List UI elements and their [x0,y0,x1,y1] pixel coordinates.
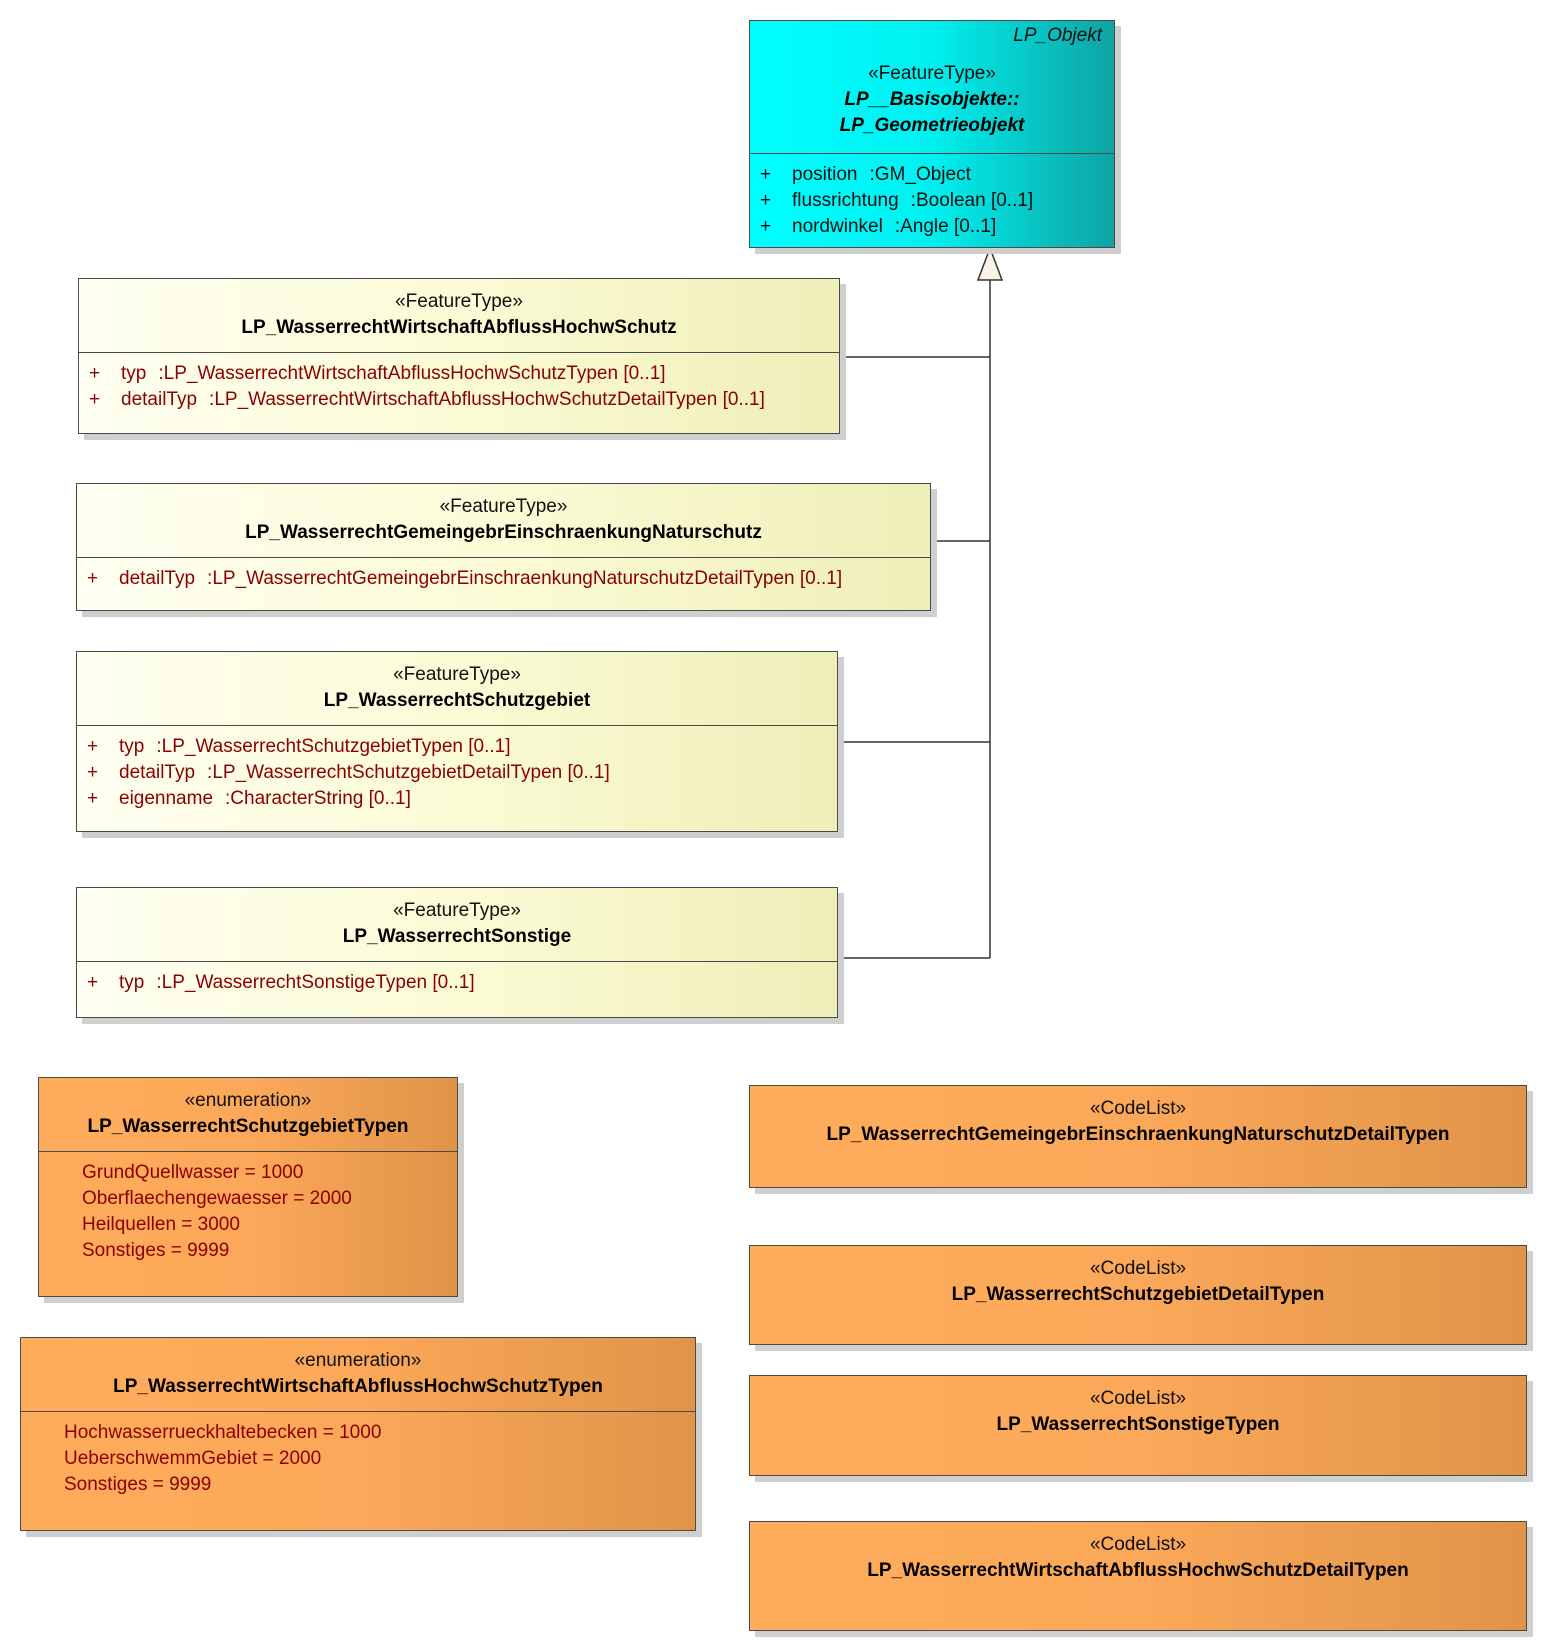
class-lp-wasserrechtgemeingebreinschraenkungnaturschutz[interactable]: «FeatureType» LP_WasserrechtGemeingebrEi… [76,483,931,611]
class-lp-geometrieobjekt[interactable]: LP_Objekt «FeatureType» LP__Basisobjekte… [749,20,1115,248]
class-header: LP_Objekt «FeatureType» LP__Basisobjekte… [750,21,1114,154]
class-name: LP_WasserrechtSonstigeTypen [996,1414,1280,1435]
class-header: «FeatureType» LP_WasserrechtWirtschaftAb… [79,279,839,353]
class-name: LP_WasserrechtSchutzgebietTypen [87,1116,409,1137]
class-name: LP_WasserrechtGemeingebrEinschraenkungNa… [245,522,762,543]
attribute-row: +typ:LP_WasserrechtSchutzgebietTypen [0.… [87,736,511,757]
class-name: LP_WasserrechtWirtschaftAbflussHochwSchu… [241,317,677,338]
class-name: LP_WasserrechtSonstige [342,926,572,947]
stereotype-label: «enumeration» [294,1350,422,1371]
class-name: LP_WasserrechtWirtschaftAbflussHochwSchu… [867,1560,1409,1581]
enum-literal: Sonstiges = 9999 [64,1474,212,1495]
enum-literal: UeberschwemmGebiet = 2000 [64,1448,322,1469]
class-header: «FeatureType» LP_WasserrechtSchutzgebiet [77,652,837,726]
class-lp-wasserrechtwirtschaftabflusshochwschutz[interactable]: «FeatureType» LP_WasserrechtWirtschaftAb… [78,278,840,434]
stereotype-label: «CodeList» [1089,1098,1187,1119]
class-name: LP_WasserrechtWirtschaftAbflussHochwSchu… [113,1376,603,1397]
class-header: «CodeList» LP_WasserrechtWirtschaftAbflu… [750,1522,1526,1584]
attribute-row: +nordwinkel:Angle [0..1] [760,216,997,237]
enum-lp-wasserrechtschutzgebiettypen[interactable]: «enumeration» LP_WasserrechtSchutzgebiet… [38,1077,458,1297]
stereotype-label: «enumeration» [184,1090,312,1111]
stereotype-label: «FeatureType» [393,664,521,685]
class-lp-wasserrechtschutzgebiet[interactable]: «FeatureType» LP_WasserrechtSchutzgebiet… [76,651,838,832]
codelist-lp-wasserrechtgemeingebreinschraenkungnaturschutzdetailtypen[interactable]: «CodeList» LP_WasserrechtGemeingebrEinsc… [749,1085,1527,1188]
class-name-line1: LP__Basisobjekte:: [844,89,1020,110]
attribute-compartment: +position:GM_Object +flussrichtung:Boole… [750,154,1114,240]
stereotype-label: «FeatureType» [395,291,523,312]
attribute-row: +detailTyp:LP_WasserrechtWirtschaftAbflu… [89,389,765,410]
enum-literal: Hochwasserrueckhaltebecken = 1000 [64,1422,382,1443]
attribute-compartment: +typ:LP_WasserrechtSonstigeTypen [0..1] [77,962,837,996]
abstract-class-name: LP_Objekt [1013,25,1102,46]
generalization-arrowhead [976,245,1004,281]
stereotype-label: «FeatureType» [868,63,996,84]
codelist-lp-wasserrechtsonstigetypen[interactable]: «CodeList» LP_WasserrechtSonstigeTypen [749,1375,1527,1476]
attribute-row: +eigenname:CharacterString [0..1] [87,788,411,809]
class-header: «CodeList» LP_WasserrechtSonstigeTypen [750,1376,1526,1438]
stereotype-label: «FeatureType» [439,496,568,517]
attribute-row: +flussrichtung:Boolean [0..1] [760,190,1034,211]
attribute-row: +position:GM_Object [760,164,971,185]
class-name: LP_WasserrechtSchutzgebietDetailTypen [951,1284,1325,1305]
class-header: «enumeration» LP_WasserrechtSchutzgebiet… [39,1078,457,1152]
class-name: LP_WasserrechtGemeingebrEinschraenkungNa… [826,1124,1450,1145]
codelist-lp-wasserrechtschutzgebietdetailtypen[interactable]: «CodeList» LP_WasserrechtSchutzgebietDet… [749,1245,1527,1345]
enum-literal: Oberflaechengewaesser = 2000 [82,1188,352,1209]
stereotype-label: «CodeList» [1089,1258,1187,1279]
class-header: «enumeration» LP_WasserrechtWirtschaftAb… [21,1338,695,1412]
literal-compartment: Hochwasserrueckhaltebecken = 1000 Uebers… [21,1412,695,1498]
class-lp-wasserrechtsonstige[interactable]: «FeatureType» LP_WasserrechtSonstige +ty… [76,887,838,1018]
codelist-lp-wasserrechtwirtschaftabflusshochwschutzdetailtypen[interactable]: «CodeList» LP_WasserrechtWirtschaftAbflu… [749,1521,1527,1631]
class-header: «CodeList» LP_WasserrechtGemeingebrEinsc… [750,1086,1526,1148]
enum-literal: Heilquellen = 3000 [82,1214,240,1235]
stereotype-label: «FeatureType» [393,900,521,921]
attribute-row: +typ:LP_WasserrechtWirtschaftAbflussHoch… [89,363,666,384]
class-name-line2: LP_Geometrieobjekt [839,115,1025,136]
class-header: «FeatureType» LP_WasserrechtSonstige [77,888,837,962]
enum-lp-wasserrechtwirtschaftabflusshochwschutztypen[interactable]: «enumeration» LP_WasserrechtWirtschaftAb… [20,1337,696,1531]
attribute-compartment: +typ:LP_WasserrechtWirtschaftAbflussHoch… [79,353,839,413]
attribute-compartment: +detailTyp:LP_WasserrechtGemeingebrEinsc… [77,558,930,592]
enum-literal: Sonstiges = 9999 [82,1240,230,1261]
class-header: «CodeList» LP_WasserrechtSchutzgebietDet… [750,1246,1526,1308]
stereotype-label: «CodeList» [1089,1388,1187,1409]
literal-compartment: GrundQuellwasser = 1000 Oberflaechengewa… [39,1152,457,1264]
enum-literal: GrundQuellwasser = 1000 [82,1162,304,1183]
class-header: «FeatureType» LP_WasserrechtGemeingebrEi… [77,484,930,558]
attribute-row: +detailTyp:LP_WasserrechtSchutzgebietDet… [87,762,610,783]
stereotype-label: «CodeList» [1089,1534,1187,1555]
class-name: LP_WasserrechtSchutzgebiet [323,690,591,711]
attribute-compartment: +typ:LP_WasserrechtSchutzgebietTypen [0.… [77,726,837,812]
attribute-row: +detailTyp:LP_WasserrechtGemeingebrEinsc… [87,568,843,589]
attribute-row: +typ:LP_WasserrechtSonstigeTypen [0..1] [87,972,475,993]
